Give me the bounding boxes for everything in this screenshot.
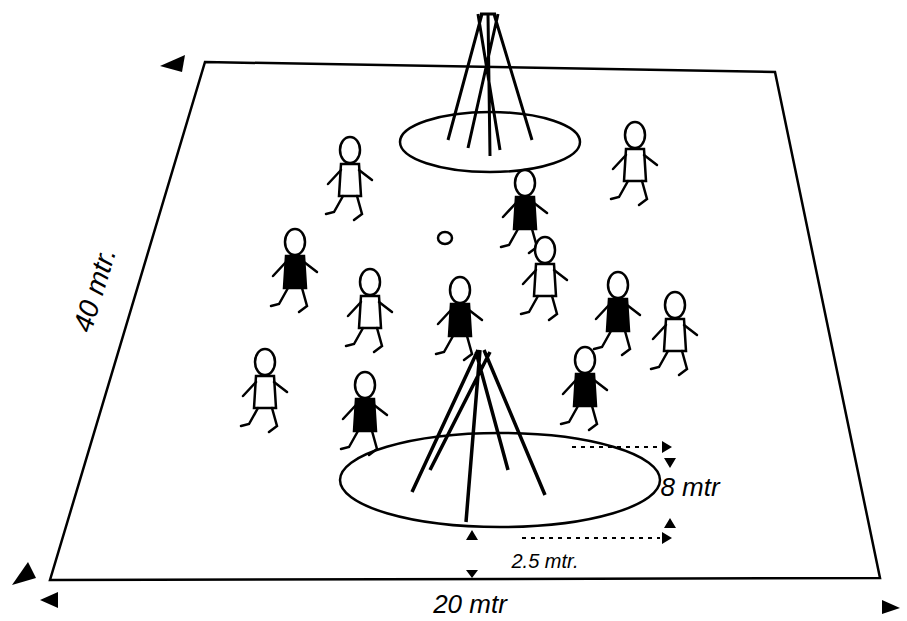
player [241,349,287,432]
field-outline [50,62,880,580]
dimension-arrow [466,530,478,578]
dimension-label: 2.5 mtr. [511,551,578,571]
dimension-label: 40 mtr. [69,245,121,336]
ball [438,232,452,244]
player [341,372,387,455]
player [436,277,482,360]
player [651,292,697,375]
player [271,229,317,312]
tripod-goal [448,14,532,156]
player [326,137,372,220]
dimension-arrow [40,592,58,608]
corner-arrow [12,562,36,585]
corner-arrow [160,55,185,72]
player [594,272,640,355]
player [346,269,392,352]
player [611,122,657,205]
player [521,237,567,320]
dimension-label: 8 mtr [660,474,719,500]
player [561,347,607,430]
dimension-line [522,447,660,538]
tripod-goal [412,350,545,522]
dimension-label: 20 mtr [433,591,507,617]
dimension-arrow [882,600,900,614]
